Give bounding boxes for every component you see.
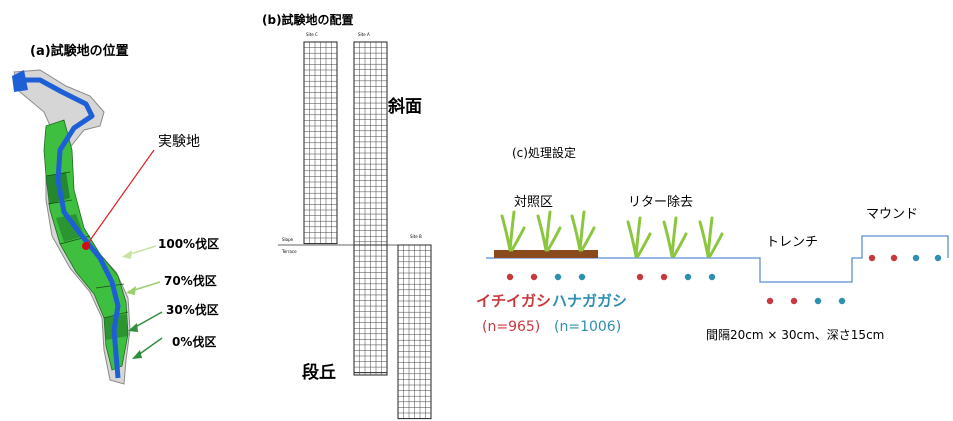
river-mouth	[12, 70, 28, 92]
grid-site-a-terrace	[353, 244, 388, 374]
species1-label: イチイガシ	[476, 292, 551, 310]
treatment-mound: マウンド	[866, 207, 918, 222]
site-a-label: Site A	[358, 32, 370, 37]
cut-label-100: 100%伐区	[158, 236, 219, 251]
species2-label: ハナガガシ	[552, 292, 627, 310]
seedling-tuft	[500, 210, 526, 252]
litter-layer	[494, 250, 598, 258]
seedling-tuft	[536, 210, 562, 252]
site-marker	[82, 242, 90, 250]
seedling-tuft	[570, 210, 596, 252]
grid-site-c	[303, 41, 338, 245]
cut-label-0: 0%伐区	[172, 334, 216, 349]
treatment-trench: トレンチ	[766, 235, 818, 250]
ground-profile	[486, 235, 949, 283]
cut-label-30: 30%伐区	[166, 302, 219, 317]
seed-dots	[506, 254, 942, 305]
slope-label: 斜面	[387, 96, 422, 117]
treatment-control: 対照区	[514, 195, 553, 210]
spacing-note: 間隔20cm × 30cm、深さ15cm	[706, 328, 884, 342]
site-c-label: Site C	[306, 32, 318, 37]
species2-count: (n=1006)	[554, 319, 621, 335]
terrace-small-label: Terrace	[281, 249, 297, 254]
site-pointer-line	[85, 149, 155, 247]
plot-grids	[303, 41, 432, 420]
seedlings	[500, 210, 724, 258]
panel-c-title: (c)処理設定	[512, 145, 576, 160]
species1-count: (n=965)	[482, 319, 540, 335]
grid-site-b	[397, 244, 432, 420]
seedling-tuft	[698, 216, 724, 258]
cut-label-70: 70%伐区	[164, 273, 217, 288]
seedling-tuft	[626, 216, 652, 258]
panel-a-title: (a)試験地の位置	[30, 43, 129, 59]
site-label: 実験地	[158, 134, 200, 150]
forest-dark-patch-2	[56, 214, 84, 242]
cut-arrows	[122, 245, 163, 359]
site-b-label: Site B	[410, 234, 422, 239]
river-line	[16, 77, 121, 379]
panel-b-title: (b)試験地の配置	[262, 12, 354, 27]
terrace-label: 段丘	[302, 362, 336, 383]
slope-small-label: Slope	[282, 237, 294, 242]
treatment-litter-removal: リター除去	[628, 195, 693, 210]
seedling-tuft	[662, 216, 688, 258]
